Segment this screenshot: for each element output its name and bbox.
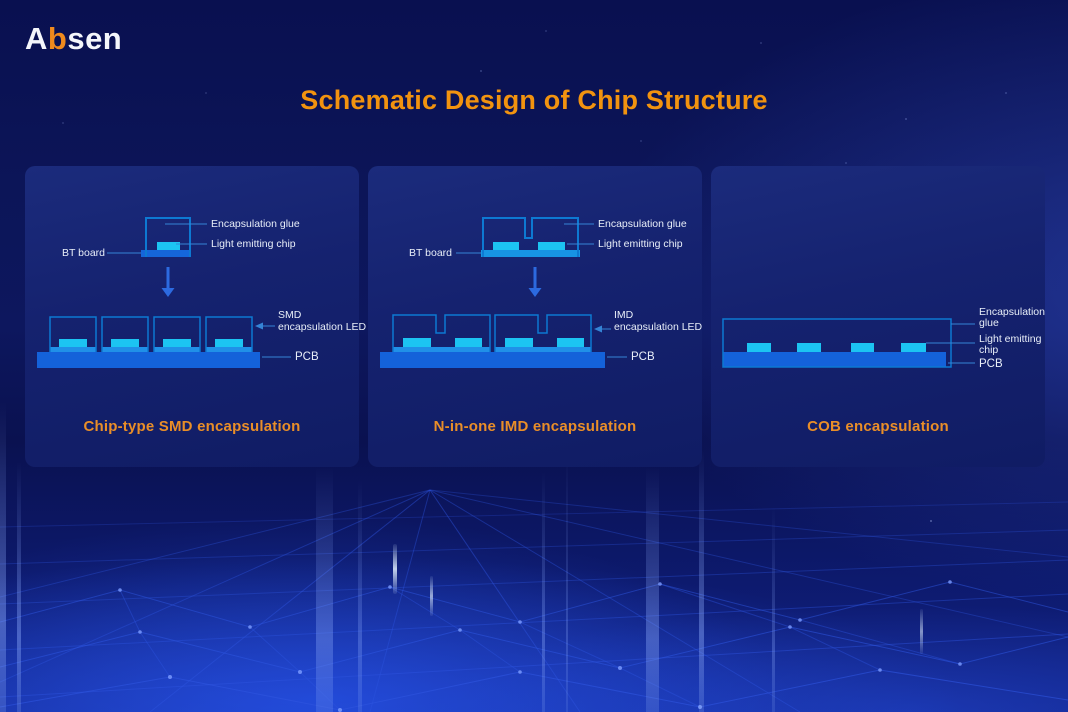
led-connector-arrowhead [255,322,263,330]
imd-led-units [392,314,592,352]
led-connector-arrowhead [594,325,602,333]
label-line: Light emitting [979,333,1042,345]
label-bt-board: BT board [62,247,105,259]
label-line: SMD [278,309,302,321]
pcb-bar [723,352,946,367]
absen-logo: Absen [25,18,122,60]
label-light-emitting-chip: Light emitting chip [211,238,296,250]
cob-chips [747,343,926,352]
panel-cob: Encapsulation glue Light emitting chip P… [711,166,1045,467]
light-emitting-chip [157,242,180,250]
smd-led-units [49,316,253,352]
light-emitting-chip [493,242,519,250]
label-pcb: PCB [631,351,655,363]
panel-row: Encapsulation glue Light emitting chip B… [25,166,1045,467]
caption-imd: N-in-one IMD encapsulation [433,418,637,435]
wireframe-mesh-graphic [0,472,1068,712]
label-encapsulation-glue: Encapsulation glue [211,218,300,230]
logo-part: A [25,21,48,56]
label-imd-encapsulation-led: IMD encapsulation LED [614,309,702,333]
caption-cob: COB encapsulation [807,418,949,435]
label-light-emitting-chip: Light emitting chip [598,238,683,250]
label-light-emitting-chip: Light emitting chip [979,334,1041,356]
imd-diagram [380,217,627,368]
down-arrow-head [161,288,175,297]
encapsulation-glue-outline [482,217,579,257]
label-encapsulation-glue: Encapsulation glue [598,218,687,230]
label-pcb: PCB [979,358,1003,370]
label-encapsulation-glue: Encapsulation glue [979,307,1045,329]
down-arrow-head [528,288,542,297]
logo-part-accent: b [47,21,68,56]
label-line: encapsulation LED [614,321,703,333]
caption-smd: Chip-type SMD encapsulation [83,418,301,435]
label-line: glue [979,317,999,329]
pcb-bar [37,352,260,368]
page-title: Schematic Design of Chip Structure [300,85,768,115]
bt-board-bar [481,250,580,257]
pcb-bar [380,352,605,368]
panel-smd: Encapsulation glue Light emitting chip B… [25,166,366,467]
label-bt-board: BT board [409,247,452,259]
panel-imd: Encapsulation glue Light emitting chip B… [368,166,702,467]
label-pcb: PCB [295,351,319,363]
smd-diagram [37,217,291,368]
label-line: chip [979,344,999,356]
label-line: Encapsulation [979,306,1045,318]
light-emitting-chip [538,242,565,250]
encapsulation-glue-outline [145,217,191,257]
label-smd-encapsulation-led: SMD encapsulation LED [278,309,366,333]
cob-diagram [722,318,975,368]
logo-part: sen [67,21,123,56]
label-line: IMD [614,309,634,321]
background-sparkles [0,0,2,2]
bt-board-bar [141,250,190,257]
label-line: encapsulation LED [278,321,367,333]
